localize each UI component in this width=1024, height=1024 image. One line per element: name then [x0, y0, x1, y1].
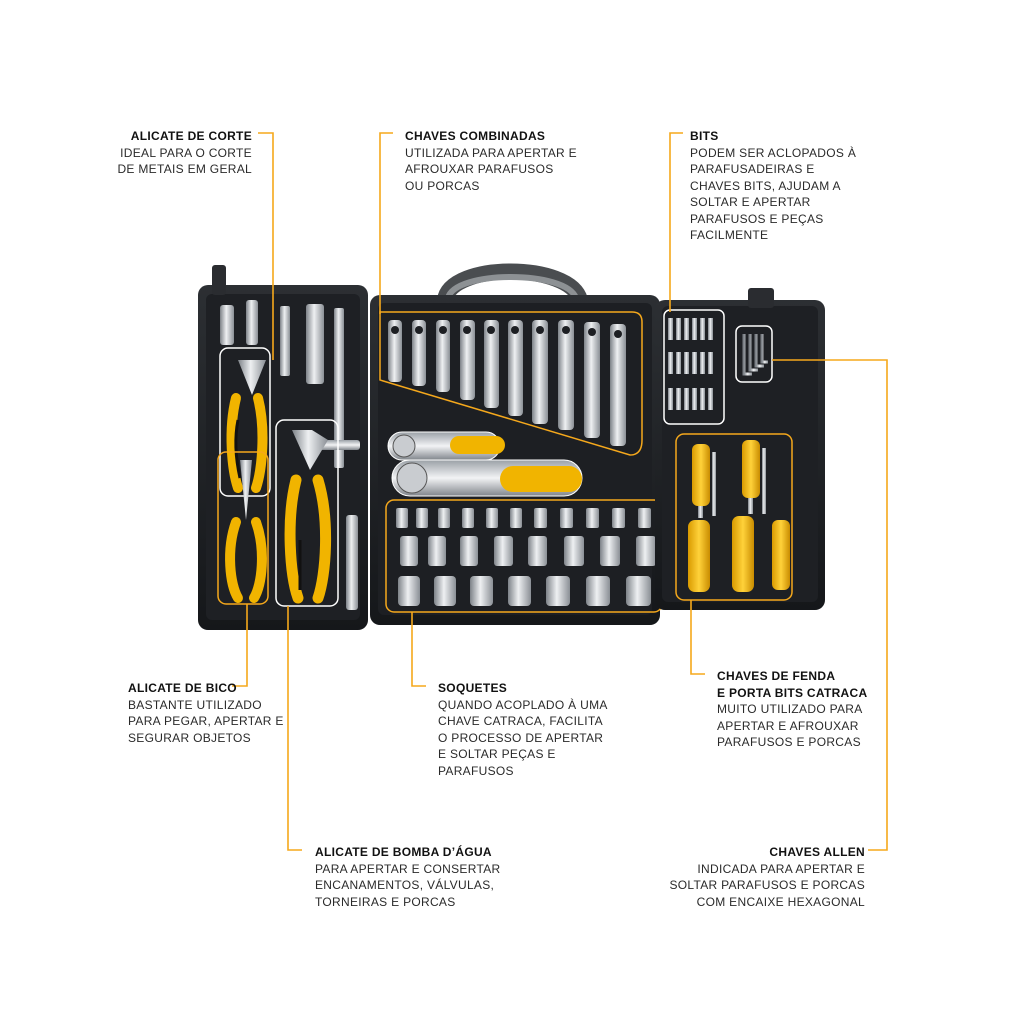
callout-alicate-corte: ALICATE DE CORTE IDEAL PARA O CORTE DE M… — [90, 128, 252, 178]
leader-chaves-allen — [772, 359, 888, 851]
water-pump-pliers — [275, 419, 339, 607]
callout-chaves-allen: CHAVES ALLEN INDICADA PARA APERTAR E SOL… — [655, 844, 865, 910]
callout-description: PODEM SER ACLOPADOS À PARAFUSADEIRAS E C… — [690, 145, 857, 243]
callout-description: QUANDO ACOPLADO À UMA CHAVE CATRACA, FAC… — [438, 697, 608, 778]
callout-title: CHAVES COMBINADAS — [405, 129, 546, 143]
needle-nose-pliers — [217, 451, 269, 605]
leader-bits — [669, 132, 683, 312]
callout-description: IDEAL PARA O CORTE DE METAIS EM GERAL — [117, 145, 252, 177]
leader-soquetes — [411, 612, 426, 687]
callout-title: CHAVES ALLEN — [769, 845, 865, 859]
callout-description: BASTANTE UTILIZADO PARA PEGAR, APERTAR E… — [128, 697, 284, 745]
callout-soquetes: SOQUETES QUANDO ACOPLADO À UMA CHAVE CAT… — [438, 680, 628, 779]
callout-description: PARA APERTAR E CONSERTAR ENCANAMENTOS, V… — [315, 861, 501, 909]
allen-keys — [735, 325, 773, 383]
leader-alicate-corte — [258, 132, 274, 360]
callout-bits: BITS PODEM SER ACLOPADOS À PARAFUSADEIRA… — [690, 128, 870, 244]
callout-chaves-combinadas: CHAVES COMBINADAS UTILIZADA PARA APERTAR… — [405, 128, 605, 194]
callout-title: ALICATE DE CORTE — [130, 129, 252, 143]
callout-title: CHAVES DE FENDA E PORTA BITS CATRACA — [717, 669, 868, 700]
leader-chaves-fenda — [690, 600, 705, 675]
leader-alicate-bomba — [287, 606, 302, 851]
socket-set — [385, 499, 663, 613]
callout-title: BITS — [690, 129, 719, 143]
callout-title: SOQUETES — [438, 681, 508, 695]
leader-alicate-bico — [232, 604, 248, 687]
callout-alicate-bico: ALICATE DE BICO BASTANTE UTILIZADO PARA … — [128, 680, 308, 746]
callout-title: ALICATE DE BOMBA D’ÁGUA — [315, 845, 492, 859]
ratchet-handles — [387, 431, 583, 497]
callout-description: UTILIZADA PARA APERTAR E AFROUXAR PARAFU… — [405, 145, 577, 193]
callout-alicate-bomba: ALICATE DE BOMBA D’ÁGUA PARA APERTAR E C… — [315, 844, 525, 910]
screwdrivers — [675, 433, 793, 601]
diagonal-cutter-pliers — [219, 347, 271, 497]
callout-title: ALICATE DE BICO — [128, 681, 237, 695]
leader-chaves-combinadas — [379, 132, 393, 314]
case-handle — [437, 263, 588, 304]
combination-wrenches — [379, 311, 643, 456]
callout-description: INDICADA PARA APERTAR E SOLTAR PARAFUSOS… — [669, 861, 865, 909]
screwdriver-bits — [663, 309, 725, 425]
callout-chaves-fenda: CHAVES DE FENDA E PORTA BITS CATRACA MUI… — [717, 668, 897, 751]
callout-description: MUITO UTILIZADO PARA APERTAR E AFROUXAR … — [717, 702, 863, 749]
